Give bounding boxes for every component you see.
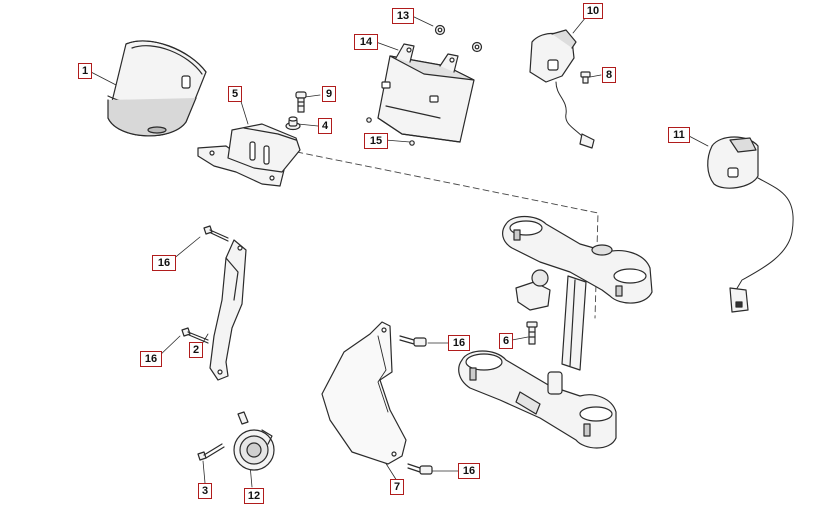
callout-2: 2 [189,342,203,358]
callout-15: 15 [364,133,388,149]
callout-10: 10 [583,3,603,19]
shield-plate-part [321,321,407,465]
callout-9: 9 [322,86,336,102]
bolt-6-part [526,321,538,345]
screw-8-part [580,71,591,84]
callout-1: 1 [78,63,92,79]
callout-4: 4 [318,118,332,134]
control-unit-part [377,43,475,143]
assembly-dashed-line [286,149,599,319]
instrument-bracket-part [197,123,301,187]
bracket-2-part [181,225,247,381]
callout-5: 5 [228,86,242,102]
screw-16-part [399,335,433,475]
nut-13-part [434,24,483,53]
instrument-cover-part [107,40,207,137]
callout-16-shield-upper: 16 [448,335,470,351]
callout-16-upper-bracket: 16 [152,255,176,271]
horn-part [233,411,275,471]
callout-6: 6 [499,333,513,349]
right-switch-part [707,136,794,313]
callout-11: 11 [668,127,690,143]
screw-15-part [366,117,415,146]
callout-13: 13 [392,8,414,24]
callout-12: 12 [244,488,264,504]
left-switch-part [529,29,595,149]
grommet-4-part [285,116,301,131]
triple-clamp-assembly [458,215,653,449]
callout-14: 14 [354,34,378,50]
callout-16-shield-lower: 16 [458,463,480,479]
callout-7: 7 [390,479,404,495]
screw-3-part [197,443,225,461]
callout-3: 3 [198,483,212,499]
screw-9-part [295,91,307,113]
callout-16-lower-bracket: 16 [140,351,162,367]
callout-8: 8 [602,67,616,83]
